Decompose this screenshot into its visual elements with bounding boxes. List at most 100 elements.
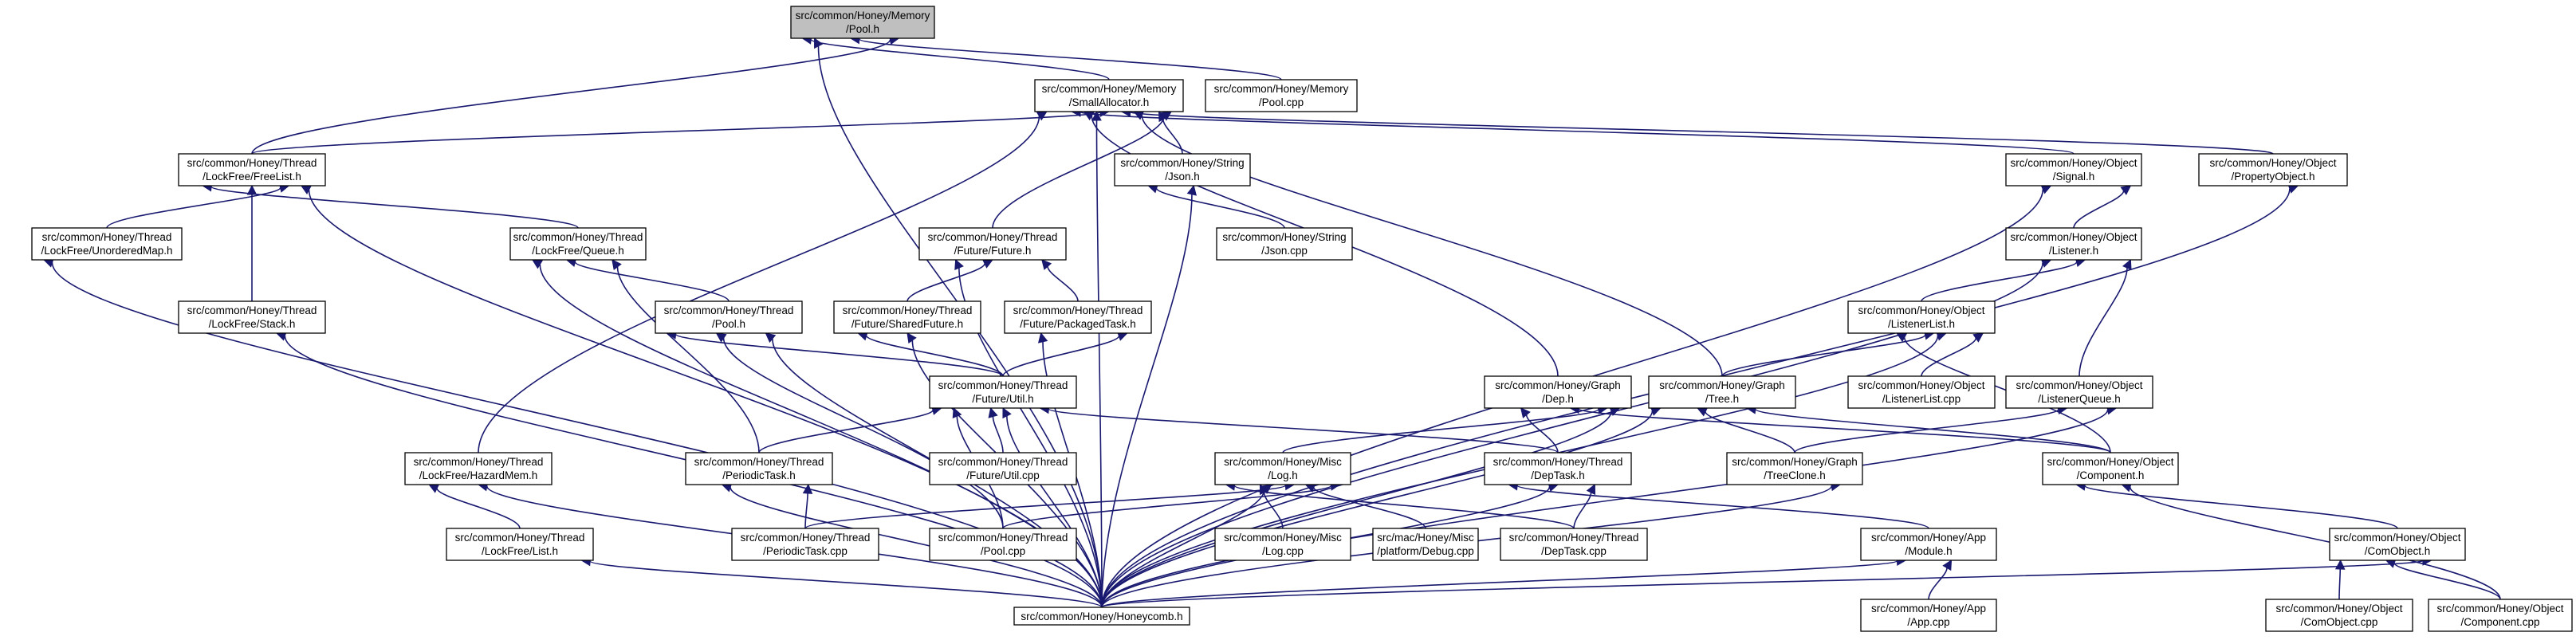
edge-queue_h-to-freelist [210,186,579,229]
node-freelist[interactable]: src/common/Honey/Thread/LockFree/FreeLis… [178,153,326,187]
node-hazard[interactable]: src/common/Honey/Thread/LockFree/HazardM… [404,452,553,485]
node-treeclone[interactable]: src/common/Honey/Graph/TreeClone.h [1726,452,1863,485]
edge-honeycomb-to-comobj_h [1101,560,2424,608]
node-label-line2: /ComObject.h [2365,545,2431,557]
node-deptask_cpp[interactable]: src/common/Honey/Thread/DepTask.cpp [1500,528,1648,561]
node-label-line1: src/common/Honey/Thread [513,231,643,243]
node-label-line2: /LockFree/Queue.h [532,245,624,257]
node-label-line1: src/common/Honey/Thread [187,304,317,316]
edge-deptask_h-to-fututil [1048,408,1559,453]
node-label-line2: /Pool.h [712,318,745,330]
node-label-line2: /Pool.h [846,23,879,35]
node-queue_h[interactable]: src/common/Honey/Thread/LockFree/Queue.h [509,227,647,261]
node-box [2265,599,2413,632]
node-label-line2: /ComObject.cpp [2301,616,2378,628]
node-tpool_h[interactable]: src/common/Honey/Thread/Pool.h [655,300,803,334]
node-label-line2: /LockFree/UnorderedMap.h [41,245,172,257]
node-listlist[interactable]: src/common/Honey/Object/ListenerList.h [1847,300,1996,334]
node-signal_h[interactable]: src/common/Honey/Object/Signal.h [2005,153,2142,187]
arrowhead-honeycomb-to-fututil [1002,406,1012,419]
edge-periodic_cpp-to-periodic_h [804,493,808,529]
edge-freelist-to-pool_h [251,39,891,155]
node-label-line1: src/common/Honey/Thread [42,231,172,243]
node-listener_h[interactable]: src/common/Honey/Object/Listener.h [2005,227,2142,261]
edge-honeycomb-to-module_h [1101,560,1898,608]
node-tpool_cpp[interactable]: src/common/Honey/Thread/Pool.cpp [929,528,1077,561]
node-box [31,227,183,261]
edge-pkgtask-to-future_h [1047,266,1079,302]
node-app_cpp[interactable]: src/common/Honey/App/App.cpp [1860,599,1997,632]
edge-freelist-to-smallalloc [251,111,1101,155]
node-log_h[interactable]: src/common/Honey/Misc/Log.h [1214,452,1351,485]
node-pkgtask[interactable]: src/common/Honey/Thread/Future/PackagedT… [1004,300,1152,334]
node-label-line2: /Future/Util.h [972,393,1033,405]
node-label-line2: /LockFree/HazardMem.h [419,469,538,481]
node-smallalloc[interactable]: src/common/Honey/Memory/SmallAllocator.h [1034,79,1184,112]
node-json_cpp[interactable]: src/common/Honey/String/Json.cpp [1216,227,1353,261]
node-component_cpp[interactable]: src/common/Honey/Object/Component.cpp [2428,599,2573,632]
node-log_cpp[interactable]: src/common/Honey/Misc/Log.cpp [1214,528,1351,561]
node-label-line1: src/common/Honey/Object [2010,231,2137,243]
node-module_h[interactable]: src/common/Honey/App/Module.h [1860,528,1997,561]
node-box [655,300,803,334]
arrowhead-periodic_h-to-queue_h [612,259,622,270]
node-periodic_cpp[interactable]: src/common/Honey/Thread/PeriodicTask.cpp [731,528,879,561]
node-label-line2: /Listener.h [2049,245,2098,257]
edge-pool_cpp-to-pool_h [859,38,1282,80]
node-label-line2: /platform/Debug.cpp [1377,545,1474,557]
node-box [1648,375,1796,409]
node-box [929,528,1077,561]
node-periodic_h[interactable]: src/common/Honey/Thread/PeriodicTask.h [685,452,833,485]
node-listlist_cpp[interactable]: src/common/Honey/Object/ListenerList.cpp [1847,375,1996,409]
edge-tpool_h-to-queue_h [574,261,730,302]
node-label-line2: /Pool.cpp [1259,96,1304,108]
node-label-line1: src/mac/Honey/Misc [1377,532,1474,544]
node-debug_cpp[interactable]: src/mac/Honey/Misc/platform/Debug.cpp [1372,528,1479,561]
edge-deptask_cpp-to-deptask_h [1573,492,1592,529]
arrowhead-honeycomb-to-smallalloc [1091,110,1102,121]
arrowhead-comobj_cpp-to-comobj_h [2334,559,2346,570]
node-comobj_cpp[interactable]: src/common/Honey/Object/ComObject.cpp [2265,599,2413,632]
node-box [178,300,326,334]
node-fututil[interactable]: src/common/Honey/Thread/Future/Util.h [929,375,1077,409]
node-unordmap[interactable]: src/common/Honey/Thread/LockFree/Unorder… [31,227,183,261]
node-box [1214,528,1351,561]
node-future_h[interactable]: src/common/Honey/Thread/Future/Future.h [918,227,1067,261]
node-box [2005,375,2153,409]
node-stack_h[interactable]: src/common/Honey/Thread/LockFree/Stack.h [178,300,326,334]
node-label-line2: /Dep.h [1542,393,1574,405]
node-tree_h[interactable]: src/common/Honey/Graph/Tree.h [1648,375,1796,409]
node-box [929,452,1077,485]
edge-listener_h-to-signal_h [2073,190,2125,229]
node-comobj_h[interactable]: src/common/Honey/Object/ComObject.h [2329,528,2466,561]
node-lflist[interactable]: src/common/Honey/Thread/LockFree/List.h [446,528,594,561]
arrowhead-honeycomb-to-tpool_h [765,332,777,344]
edge-json_cpp-to-json_h [1155,187,1285,229]
arrowhead-listlist_cpp-to-listlist [1972,332,1984,343]
node-honeycomb[interactable]: src/common/Honey/Honeycomb.h [1013,607,1190,626]
edge-tpool_cpp-to-log_h [1002,485,1332,529]
node-box [1013,607,1190,626]
node-pool_cpp[interactable]: src/common/Honey/Memory/Pool.cpp [1205,79,1358,112]
node-label-line1: src/common/Honey/Thread [1509,532,1639,544]
node-box [1860,599,1997,632]
node-label-line1: src/common/Honey/Object [2436,603,2563,614]
node-label-line1: src/common/Honey/Misc [1224,456,1342,468]
node-box [178,153,326,187]
node-listq[interactable]: src/common/Honey/Object/ListenerQueue.h [2005,375,2153,409]
node-label-line2: /Signal.h [2053,171,2095,183]
node-label-line1: src/common/Honey/Misc [1224,532,1342,544]
node-propobj[interactable]: src/common/Honey/Object/PropertyObject.h [2198,153,2348,187]
node-label-line2: /LockFree/Stack.h [209,318,296,330]
node-deptask_h[interactable]: src/common/Honey/Thread/DepTask.h [1484,452,1632,485]
node-box [1484,452,1632,485]
node-label-line1: src/common/Honey/Thread [664,304,794,316]
node-sharedfut[interactable]: src/common/Honey/Thread/Future/SharedFut… [833,300,981,334]
node-dep_h[interactable]: src/common/Honey/Graph/Dep.h [1484,375,1632,409]
node-json_h[interactable]: src/common/Honey/String/Json.h [1114,153,1251,187]
node-component_h[interactable]: src/common/Honey/Object/Component.h [2042,452,2179,485]
node-fututil_cpp[interactable]: src/common/Honey/Thread/Future/Util.cpp [929,452,1077,485]
node-box [918,227,1067,261]
node-pool_h[interactable]: src/common/Honey/Memory/Pool.h [790,6,935,39]
node-label-line2: /Json.cpp [1261,245,1308,257]
